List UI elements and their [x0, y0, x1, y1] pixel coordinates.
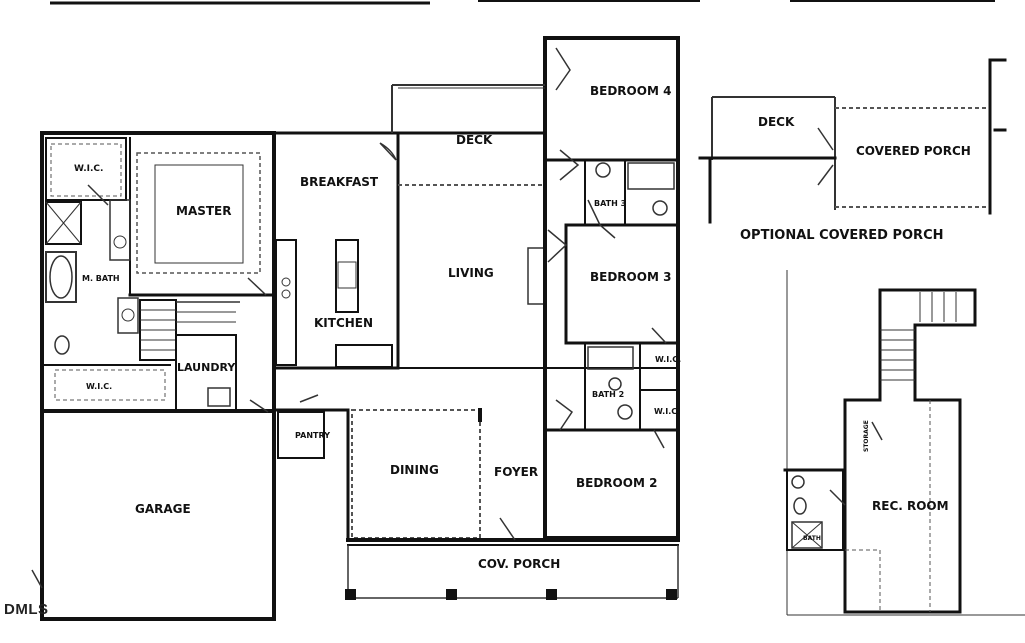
label-breakfast: BREAKFAST [300, 175, 379, 189]
label-optional-covered-porch: OPTIONAL COVERED PORCH [740, 228, 944, 243]
label-wic-bedroom-3: W.I.C. [655, 355, 681, 364]
label-bath-2: BATH 2 [592, 390, 624, 399]
label-bedroom-3: BEDROOM 3 [590, 270, 671, 284]
label-living: LIVING [448, 266, 494, 280]
main-floor-walls [31, 36, 680, 621]
optional-covered-porch-plan [698, 58, 1007, 224]
label-bedroom-2: BEDROOM 2 [576, 476, 657, 490]
label-kitchen: KITCHEN [314, 316, 373, 330]
label-foyer: FOYER [494, 465, 538, 479]
label-deck-main: DECK [456, 133, 493, 147]
label-bedroom-4: BEDROOM 4 [590, 84, 671, 98]
label-pantry: PANTRY [295, 431, 330, 440]
watermark-text: DMLS [4, 601, 49, 618]
label-wic-bedroom-2: W.I.C. [654, 407, 680, 416]
upper-floor-plan [783, 270, 1025, 616]
label-m-bath: M. BATH [82, 274, 120, 283]
label-laundry: LAUNDRY [177, 361, 236, 374]
label-wic-lower: W.I.C. [86, 382, 112, 391]
label-rec-room: REC. ROOM [872, 499, 949, 513]
label-deck-optional: DECK [758, 115, 795, 129]
label-storage: STORAGE [863, 420, 870, 452]
label-covered-porch: COVERED PORCH [856, 144, 971, 158]
label-cov-porch: COV. PORCH [478, 557, 560, 571]
label-master: MASTER [176, 204, 232, 218]
label-wic-master: W.I.C. [74, 164, 103, 174]
label-garage: GARAGE [135, 502, 191, 516]
header-lines [50, 0, 995, 5]
room-labels: BEDROOM 4 DECK DECK COVERED PORCH OPTION… [74, 84, 971, 571]
label-bath-3: BATH 3 [594, 199, 626, 208]
label-bath-upper: BATH [803, 535, 821, 542]
label-dining: DINING [390, 463, 439, 477]
